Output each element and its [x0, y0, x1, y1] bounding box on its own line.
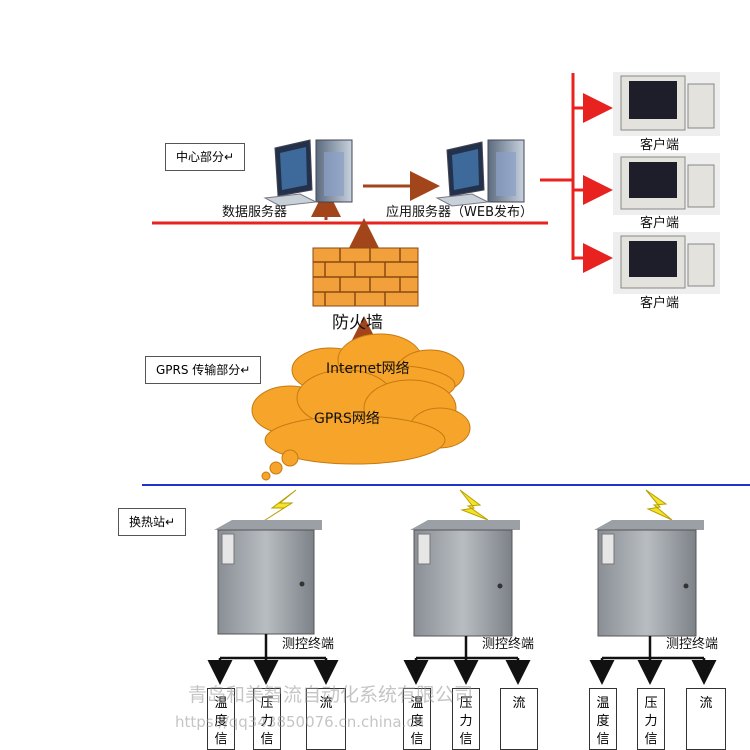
- sensor-wiring-mid: [403, 636, 531, 685]
- client-computer-icon-1: [613, 72, 720, 136]
- firewall-icon: [312, 247, 419, 307]
- terminal-label-left: 测控终端: [282, 637, 335, 652]
- terminal-cabinet-icon-right: [594, 520, 704, 637]
- lightning-icon-left: [261, 489, 297, 523]
- data-server-label: 数据服务器: [222, 205, 288, 220]
- sensor-wiring-left: [207, 634, 339, 685]
- section-label-center: 中心部分↵: [165, 143, 246, 171]
- flow-sensor-box-left: 流: [306, 688, 346, 750]
- terminal-label-mid: 测控终端: [482, 637, 535, 652]
- data-server-icon: [263, 139, 353, 207]
- app-server-label: 应用服务器（WEB发布）: [386, 205, 533, 220]
- pressure-sensor-box-mid: 压力信: [452, 688, 480, 750]
- app-server-icon: [435, 139, 525, 207]
- firewall-label: 防火墙: [332, 313, 383, 333]
- gprs-cloud-shape: [251, 369, 471, 481]
- sensor-wiring-right: [589, 636, 717, 685]
- pressure-sensor-box-left: 压力信: [253, 688, 281, 750]
- watermark-url: https://qq343850076.cn.china.cn: [175, 713, 425, 731]
- client-computer-icon-2: [613, 153, 720, 215]
- lightning-icon-mid: [459, 489, 489, 521]
- client-label-1: 客户端: [640, 138, 680, 153]
- flow-sensor-box-mid: 流: [500, 688, 538, 750]
- temperature-sensor-box-left: 温度信: [207, 688, 235, 750]
- terminal-cabinet-icon-mid: [410, 520, 520, 637]
- client-label-2: 客户端: [640, 216, 680, 231]
- client-computer-icon-3: [613, 232, 720, 294]
- pressure-sensor-box-right: 压力信: [637, 688, 665, 750]
- client-label-3: 客户端: [640, 296, 680, 311]
- temperature-sensor-box-right: 温度信: [589, 688, 617, 750]
- terminal-label-right: 测控终端: [666, 637, 719, 652]
- watermark-company: 青岛和美智流自动化系统有限公司: [188, 684, 474, 706]
- lightning-icon-right: [645, 489, 673, 521]
- temperature-sensor-box-mid: 温度信: [403, 688, 431, 750]
- section-label-gprs: GPRS 传输部分↵: [145, 356, 262, 384]
- terminal-cabinet-icon-left: [214, 520, 322, 635]
- flow-sensor-box-right: 流: [686, 688, 726, 750]
- gprs-cloud-label: GPRS网络: [314, 411, 380, 427]
- section-label-station: 换热站↵: [118, 508, 187, 536]
- internet-cloud-label: Internet网络: [326, 361, 410, 377]
